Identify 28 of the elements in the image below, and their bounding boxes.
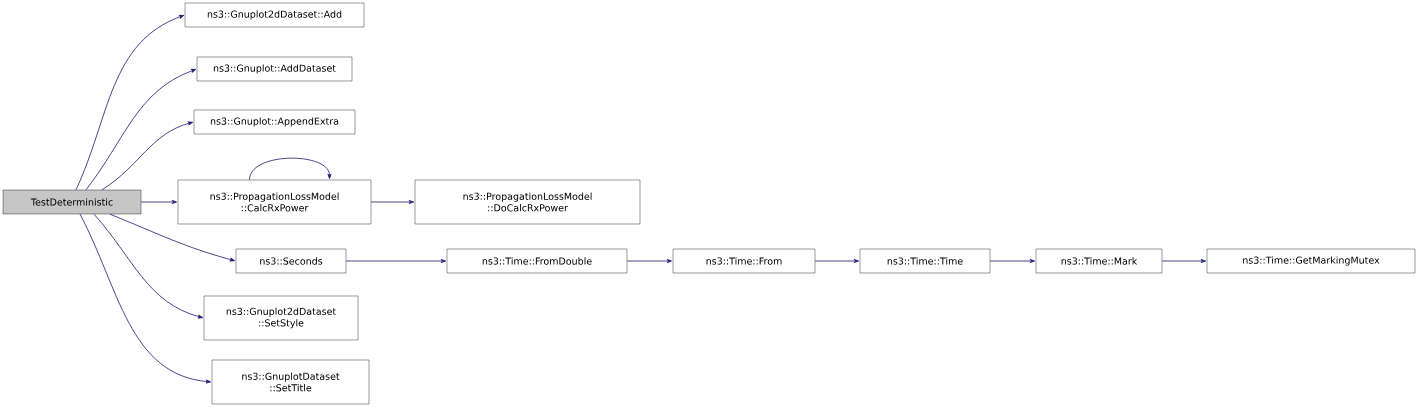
function-box: ns3::Time::From: [672, 248, 816, 274]
arrow: [101, 121, 194, 191]
arrow: [345, 259, 446, 263]
function-box: ns3::Time::FromDouble: [446, 248, 628, 274]
function-box: TestDeterministic: [2, 189, 142, 215]
arrow: [85, 69, 197, 191]
function-box: ns3::PropagationLossModel ::CalcRxPower: [177, 179, 372, 225]
function-box: ns3::Time::Time: [859, 248, 991, 274]
function-box: ns3::Gnuplot2dDataset ::SetStyle: [203, 295, 359, 341]
arrow: [93, 213, 204, 319]
function-box: ns3::PropagationLossModel ::DoCalcRxPower: [414, 179, 641, 225]
function-box: ns3::Time::GetMarkingMutex: [1206, 248, 1416, 274]
arrow: [79, 213, 212, 384]
arrow: [249, 157, 332, 181]
function-box: ns3::Gnuplot::AddDataset: [196, 56, 353, 82]
function-box: ns3::Seconds: [235, 248, 347, 274]
arrow: [626, 259, 672, 263]
arrow: [140, 200, 177, 204]
function-box: ns3::Time::Mark: [1035, 248, 1163, 274]
function-box: ns3::GnuplotDataset ::SetTitle: [211, 359, 370, 405]
arrow: [109, 213, 236, 262]
arrow: [75, 15, 185, 191]
arrow: [814, 259, 859, 263]
arrow: [989, 259, 1035, 263]
function-box: ns3::Gnuplot2dDataset::Add: [184, 2, 365, 28]
arrow: [370, 200, 414, 204]
arrow: [1161, 259, 1206, 263]
function-box: ns3::Gnuplot::AppendExtra: [193, 109, 356, 135]
